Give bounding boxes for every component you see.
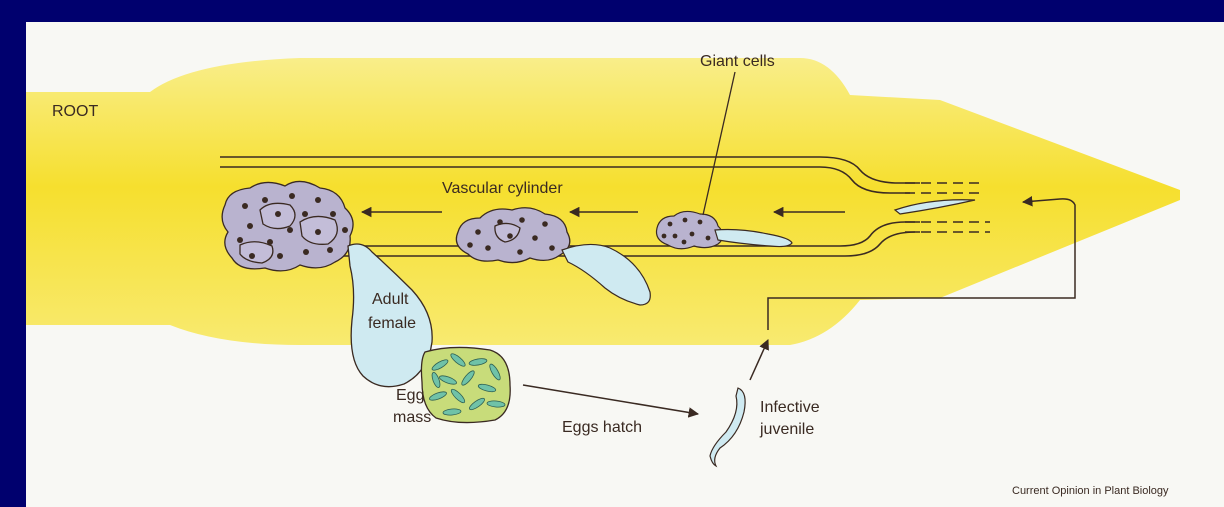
egg-mass [421, 347, 510, 422]
adult-female-label-line2: female [368, 315, 416, 332]
adult-female-label-line1: Adult [372, 291, 409, 308]
giant-cells-large [222, 181, 353, 270]
credit-label: Current Opinion in Plant Biology [1012, 485, 1169, 497]
eggs-hatch-label: Eggs hatch [562, 419, 642, 436]
vascular-cylinder-label: Vascular cylinder [442, 180, 563, 197]
root-label: ROOT [52, 103, 98, 120]
egg-mass-label-line1: Egg [396, 387, 424, 404]
infective-juvenile-label-line1: Infective [760, 399, 820, 416]
egg-mass-label-line2: mass [393, 409, 431, 426]
infective-juvenile-label-line2: juvenile [759, 421, 814, 438]
giant-cells-small [656, 211, 723, 248]
giant-cells-label: Giant cells [700, 53, 775, 70]
